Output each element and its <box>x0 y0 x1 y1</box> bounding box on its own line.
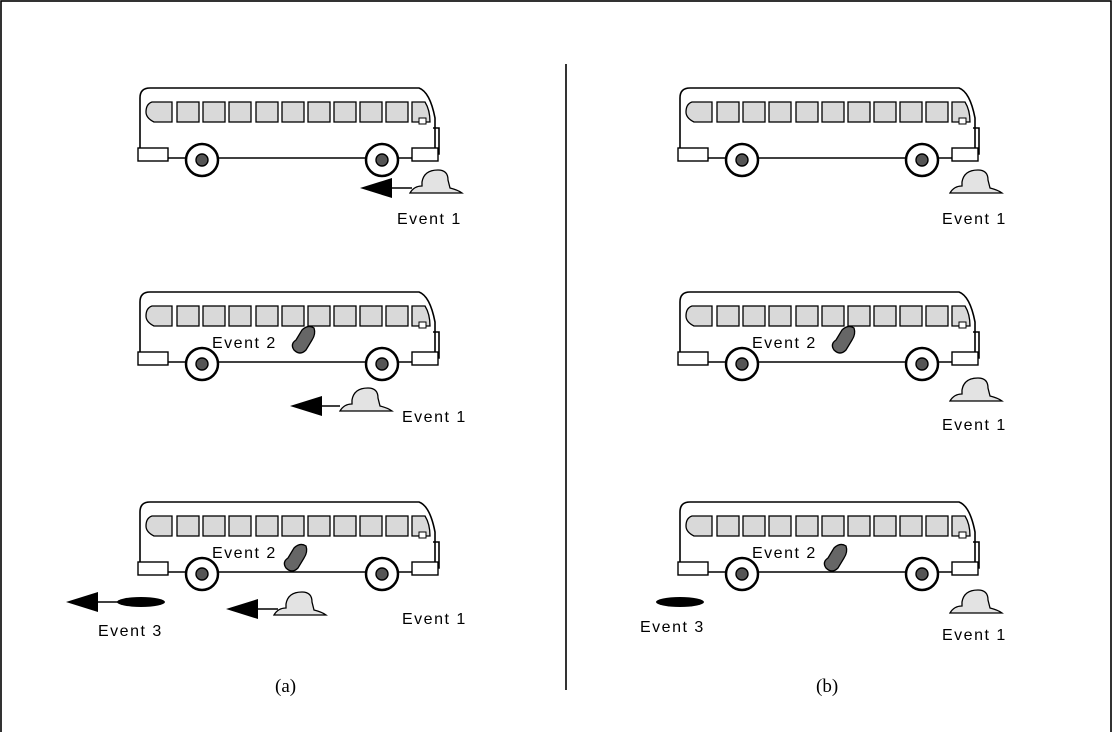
panel-caption: (b) <box>816 676 838 697</box>
hat-icon <box>274 592 326 615</box>
hat-icon <box>950 170 1002 193</box>
bus-icon <box>678 502 979 590</box>
event-label: Event 1 <box>402 409 467 426</box>
event-label: Event 2 <box>212 545 277 562</box>
event-label: Event 1 <box>397 211 462 228</box>
disc-icon <box>117 597 165 607</box>
panel-b-scene-2: Event 2 Event 1 <box>678 292 1007 434</box>
panel-a-scene-2: Event 2 Event 1 <box>138 292 467 426</box>
hat-icon <box>950 590 1002 613</box>
disc-icon <box>656 597 704 607</box>
hat-icon <box>950 378 1002 401</box>
panel-caption: (a) <box>275 676 296 697</box>
event-label: Event 2 <box>212 335 277 352</box>
panel-b-scene-3: Event 2 Event 3 Event 1 <box>640 502 1007 644</box>
bus-icon <box>678 88 979 176</box>
event-label: Event 3 <box>98 623 163 640</box>
arrow-left-icon <box>226 599 278 619</box>
panel-b: Event 1 Event 2 Event 1 Event 2 Event 3 … <box>640 88 1007 697</box>
bus-icon <box>138 88 439 176</box>
panel-a: Event 1 Event 2 Event 1 Event 2 Event 3 <box>66 88 467 697</box>
arrow-left-icon <box>360 178 412 198</box>
hat-icon <box>410 170 462 193</box>
event-label: Event 2 <box>752 545 817 562</box>
hat-icon <box>340 388 392 411</box>
bus-icon <box>138 292 439 380</box>
bus-icon <box>138 502 439 590</box>
event-label: Event 1 <box>942 627 1007 644</box>
panel-b-scene-1: Event 1 <box>678 88 1007 228</box>
event-label: Event 2 <box>752 335 817 352</box>
arrow-left-icon <box>66 592 118 612</box>
event-label: Event 1 <box>402 611 467 628</box>
panel-a-scene-3: Event 2 Event 3 Event 1 <box>66 502 467 640</box>
panel-a-scene-1: Event 1 <box>138 88 462 228</box>
event-label: Event 1 <box>942 417 1007 434</box>
event-label: Event 3 <box>640 619 705 636</box>
arrow-left-icon <box>290 396 340 416</box>
bus-icon <box>678 292 979 380</box>
event-label: Event 1 <box>942 211 1007 228</box>
